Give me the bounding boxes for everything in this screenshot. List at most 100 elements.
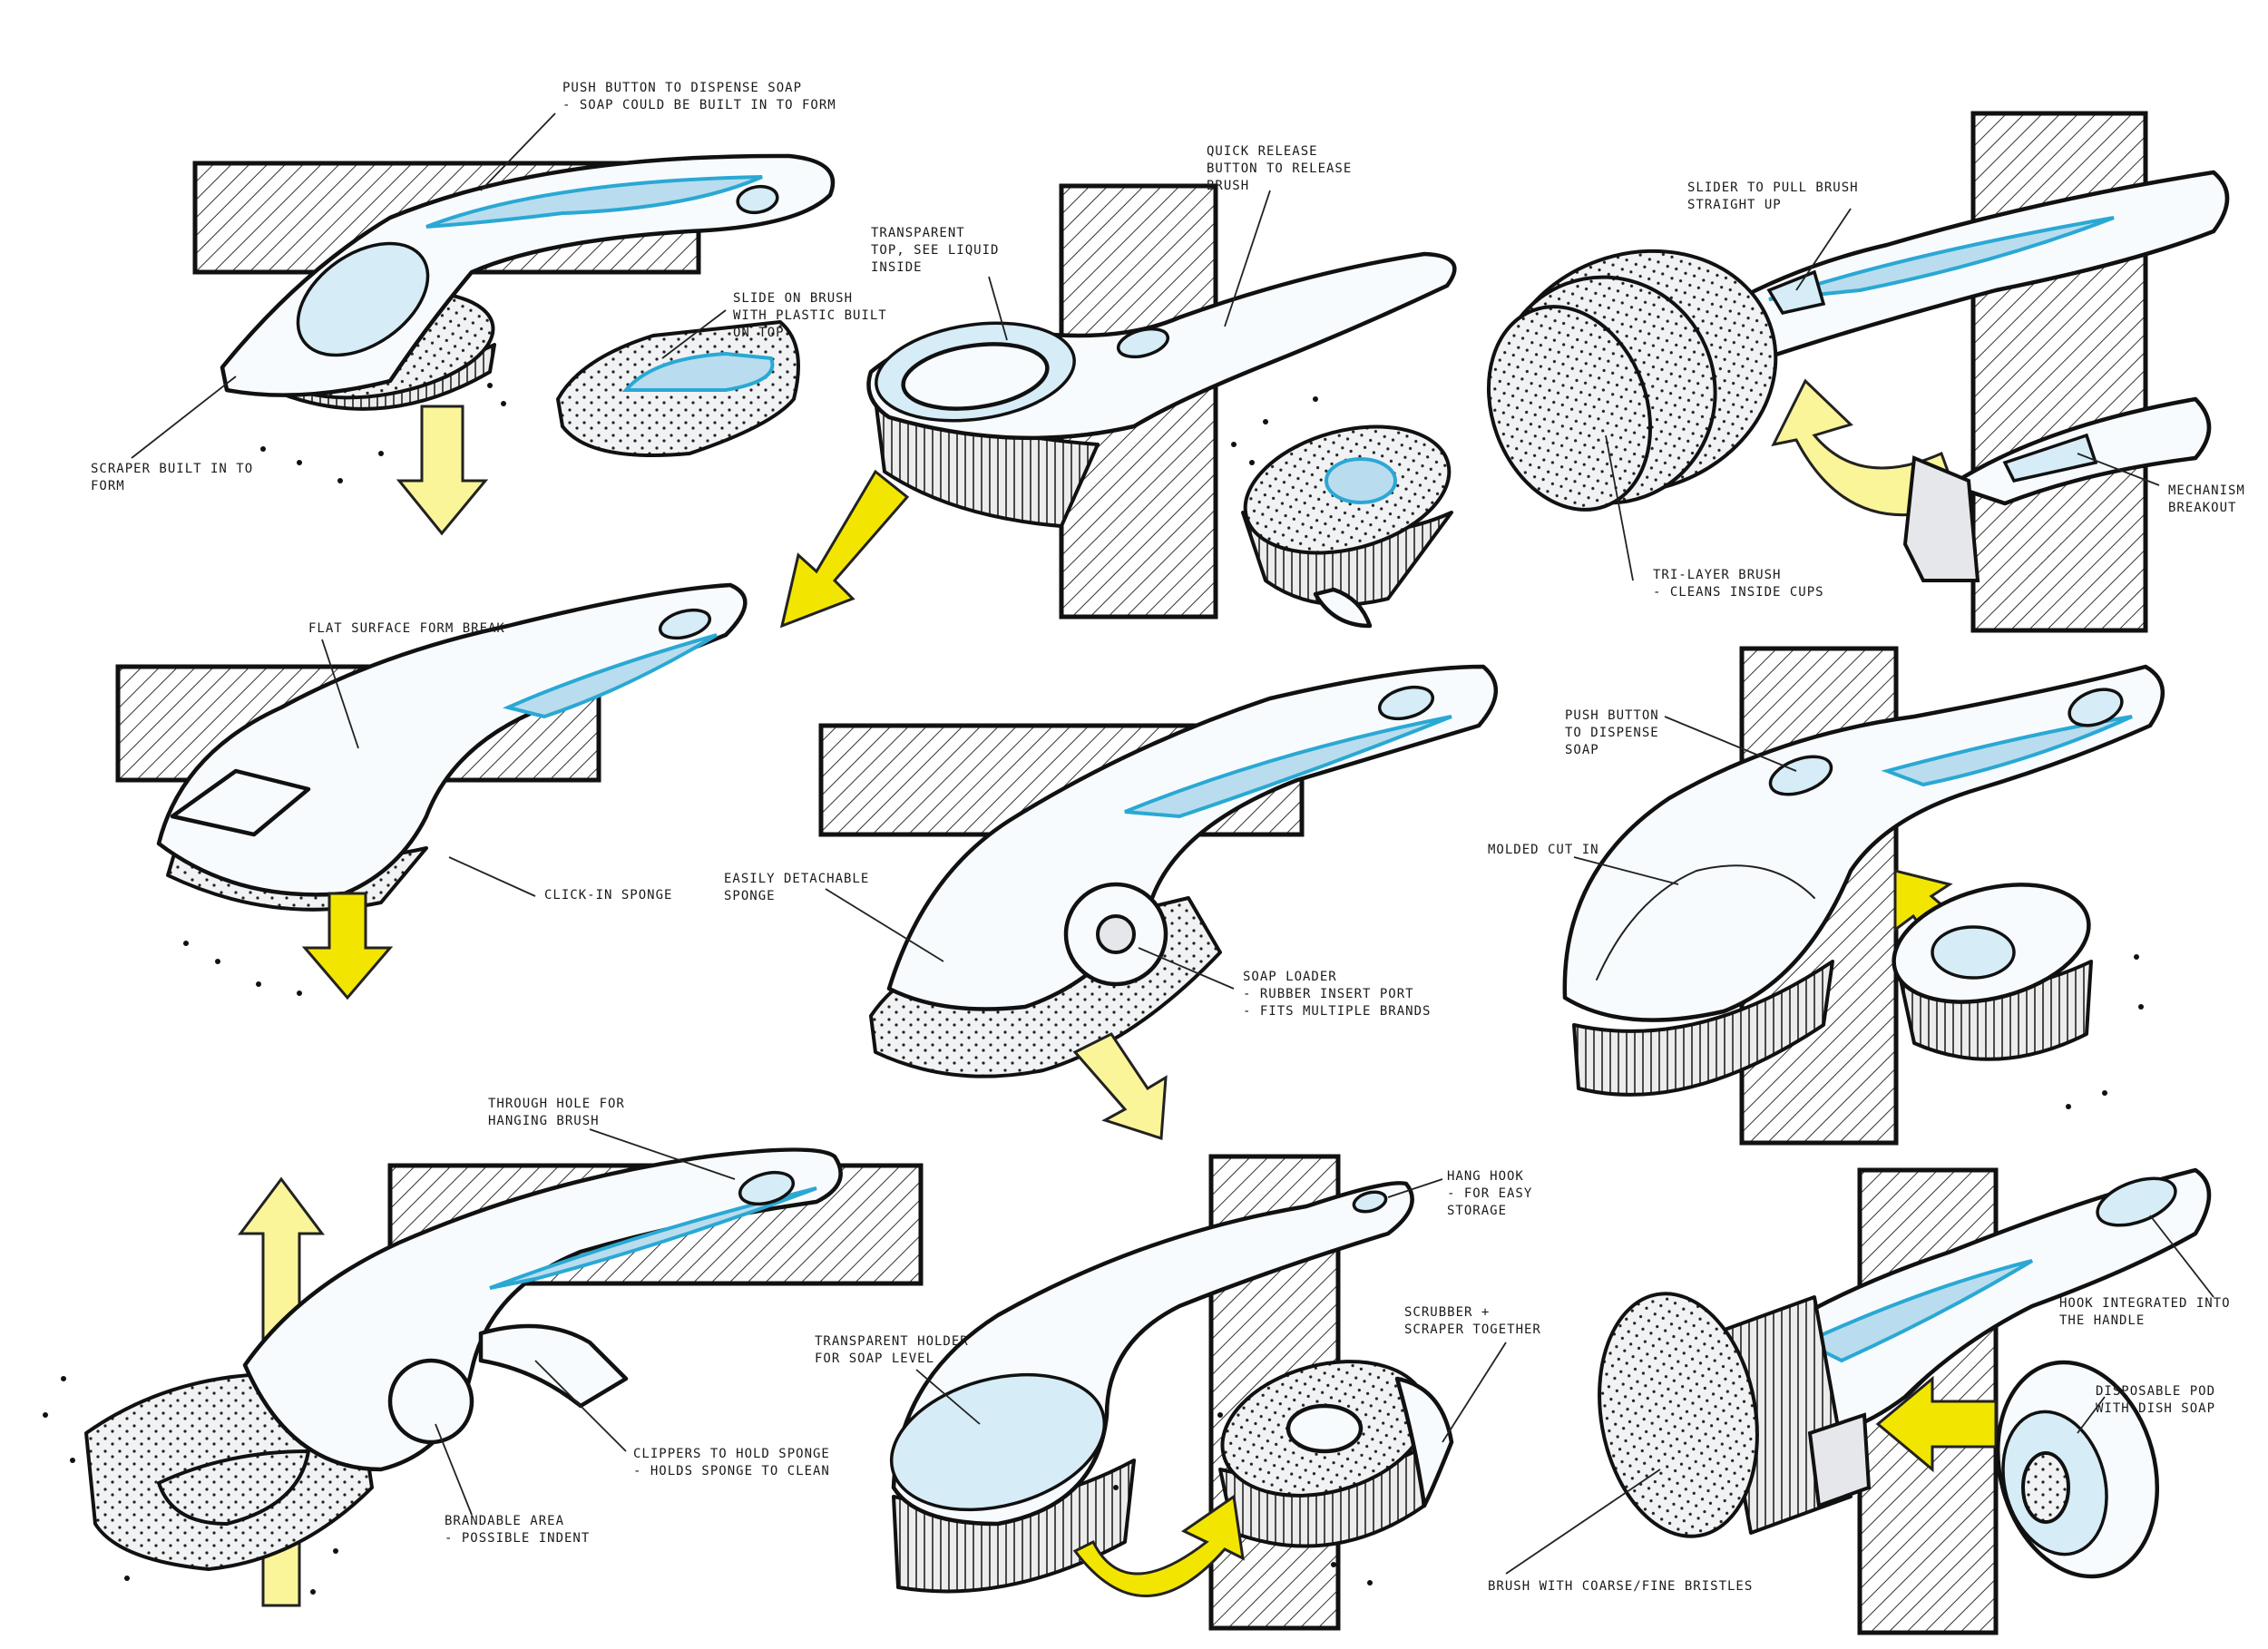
sketch-1-slide-brush bbox=[556, 320, 800, 457]
sketch-5-soap-loader-port bbox=[1096, 914, 1136, 954]
sketch-6-bristles bbox=[1572, 960, 1834, 1097]
note-click-in-sponge: CLICK-IN SPONGE bbox=[544, 888, 673, 903]
sketch-2-leader-top bbox=[988, 276, 1008, 341]
sketch-9-leader-pod bbox=[2077, 1396, 2106, 1434]
sketch-7-leader-clipper bbox=[534, 1360, 627, 1452]
sketch-6-detached-brush bbox=[1892, 883, 2093, 1061]
sketch-1-leader-slide bbox=[661, 309, 727, 359]
sketch-2-top-inner bbox=[901, 342, 1050, 411]
sketch-4-arrow bbox=[301, 892, 394, 1000]
note-coarse-fine-brush: BRUSH WITH COARSE/FINE BRISTLES bbox=[1488, 1579, 1754, 1594]
sketch-4-leader-sponge bbox=[448, 856, 536, 897]
sketch-3-tri-layer-brush bbox=[1486, 249, 1778, 512]
sketch-4-handle bbox=[156, 582, 748, 897]
sketch-8-leader-scrubber bbox=[1442, 1342, 1507, 1443]
sketch-4-leader-form bbox=[321, 639, 359, 749]
sketch-8-leader-hook bbox=[1387, 1178, 1443, 1198]
note-tri-layer: TRI-LAYER BRUSH- CLEANS INSIDE CUPS bbox=[1653, 568, 1824, 600]
note-molded-cut: MOLDED CUT IN bbox=[1488, 843, 1599, 857]
sketch-6-hang-hole bbox=[2068, 688, 2124, 727]
sketch-1-leader-scraper bbox=[131, 376, 237, 459]
sketch-3 bbox=[1486, 111, 2230, 633]
sketch-7-handle-highlight bbox=[489, 1186, 817, 1290]
sketch-9-leader-brush bbox=[1505, 1468, 1661, 1575]
sketch-5-leader-sponge bbox=[825, 888, 944, 962]
sketch-2-release-button bbox=[1116, 327, 1170, 359]
sketch-6-handle-highlight bbox=[1881, 715, 2133, 787]
sketch-6-water-drops bbox=[2066, 954, 2144, 1109]
sketch-7-water-drops bbox=[43, 1376, 338, 1595]
sketch-8-hang-hook bbox=[1352, 1190, 1388, 1214]
note-scrubber-scraper: SCRUBBER +SCRAPER TOGETHER bbox=[1404, 1305, 1541, 1337]
sketch-8-transparent-holder bbox=[889, 1372, 1107, 1512]
sketch-3-mechanism bbox=[1902, 396, 2212, 582]
sketch-2-arrow bbox=[779, 469, 910, 629]
sketch-9-handle bbox=[1730, 1167, 2212, 1440]
sketch-3-handle-highlight bbox=[1768, 216, 2115, 301]
sketch-1-water-drops bbox=[260, 383, 506, 483]
sketch-2-detached-brush bbox=[1241, 424, 1453, 629]
sketch-8 bbox=[889, 1154, 1507, 1631]
sketch-1-arrow bbox=[396, 405, 489, 536]
sketch-8-leader-holder bbox=[915, 1369, 981, 1425]
sketch-1-hang-hole bbox=[736, 184, 779, 215]
sketch-9-leader-hook bbox=[2149, 1215, 2214, 1298]
sketch-7 bbox=[43, 1128, 924, 1607]
sketch-8-arrow bbox=[1072, 1494, 1245, 1597]
sketch-3-leader-brush bbox=[1605, 434, 1634, 581]
sketch-3-slider bbox=[1766, 269, 1826, 315]
note-clippers: CLIPPERS TO HOLD SPONGE- HOLDS SPONGE TO… bbox=[633, 1447, 830, 1478]
sketch-5-arrow bbox=[1072, 1032, 1168, 1141]
sketch-1-soap-button bbox=[296, 241, 430, 357]
sketch-1-handle-highlight bbox=[425, 175, 763, 229]
sketch-9-handle-highlight bbox=[1801, 1259, 2034, 1363]
note-soap-loader: SOAP LOADER- RUBBER INSERT PORT- FITS MU… bbox=[1243, 970, 1432, 1019]
note-soap-button: PUSH BUTTON TO DISPENSE SOAP- SOAP COULD… bbox=[562, 81, 836, 112]
sketch-5-handle-highlight bbox=[1124, 715, 1452, 819]
sketch-6-molded-cut bbox=[1596, 864, 1815, 981]
sketch-4-water-drops bbox=[183, 941, 302, 996]
sketch-9-coarse-fine-brush bbox=[1598, 1292, 1872, 1538]
sketch-1-leader-button bbox=[480, 112, 556, 191]
sketch-3-leader-slider bbox=[1795, 208, 1852, 291]
sketch-6 bbox=[1562, 646, 2165, 1146]
sketch-9-disposable-pod bbox=[1995, 1360, 2160, 1579]
sketch-2 bbox=[779, 183, 1457, 629]
sketch-7-leader-brand bbox=[435, 1423, 473, 1516]
sketch-3-leader-mechanism bbox=[2077, 453, 2160, 486]
sketch-5 bbox=[818, 664, 1498, 1141]
sketch-4-hang-hole bbox=[658, 608, 712, 640]
note-brandable: BRANDABLE AREA- POSSIBLE INDENT bbox=[445, 1514, 591, 1546]
sketch-9-integrated-hook bbox=[2096, 1176, 2177, 1227]
sketch-5-leader-loader bbox=[1138, 947, 1235, 990]
sketch-8-water-drops bbox=[1113, 1412, 1373, 1586]
sketch-6-leader-cut bbox=[1573, 856, 1679, 885]
sketch-8-scrubber bbox=[1218, 1360, 1454, 1548]
sketch-7-scraper-inner bbox=[157, 1449, 310, 1526]
sketch-2-water-drops bbox=[1231, 396, 1318, 465]
sketch-7-clipper bbox=[387, 1323, 629, 1445]
sketch-7-leader-hole bbox=[589, 1128, 736, 1180]
sketch-9-arrow bbox=[1875, 1375, 1998, 1473]
sketch-5-hang-hole bbox=[1377, 685, 1435, 721]
sketch-4 bbox=[115, 582, 748, 1000]
sketch-7-hang-hole bbox=[738, 1170, 796, 1206]
sketch-6-leader-button bbox=[1664, 716, 1797, 772]
sketch-4-handle-highlight bbox=[502, 633, 719, 719]
sketch-4-front-face bbox=[170, 768, 311, 837]
sketch-1 bbox=[131, 112, 836, 536]
